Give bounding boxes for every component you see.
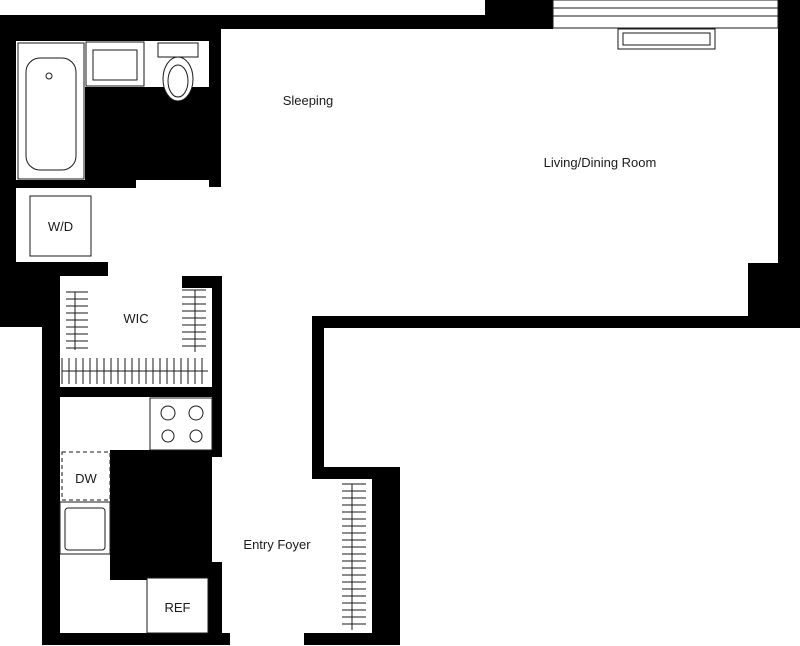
room-label-wic: WIC bbox=[123, 311, 148, 326]
closet-rod-icon bbox=[342, 483, 366, 630]
wall-bath-right bbox=[209, 29, 221, 187]
wall-wic-right bbox=[212, 278, 222, 396]
wall-kitchen-right bbox=[212, 397, 222, 457]
room-label-entry-foyer: Entry Foyer bbox=[243, 537, 311, 552]
wall-right-corner bbox=[748, 263, 800, 319]
washer-dryer-label: W/D bbox=[48, 219, 73, 234]
wall-left-upper bbox=[0, 15, 16, 327]
closet-rod-icon bbox=[66, 291, 88, 350]
bath-floor-dark bbox=[85, 87, 211, 180]
room-label-sleeping: Sleeping bbox=[283, 93, 334, 108]
wall-wic-top bbox=[182, 276, 222, 288]
wall-kitchen-bottom bbox=[42, 633, 230, 645]
room-label-living-dining: Living/Dining Room bbox=[544, 155, 657, 170]
wall-foyer-bottom bbox=[304, 633, 400, 645]
wall-left-notch bbox=[16, 262, 108, 276]
kitchen-counter-dark bbox=[110, 450, 212, 580]
toilet-icon bbox=[157, 42, 199, 102]
washer-dryer: W/D bbox=[29, 195, 92, 257]
bathtub-icon bbox=[17, 42, 85, 180]
wall-top-right bbox=[485, 0, 553, 29]
wall-lower-vertical bbox=[312, 316, 324, 474]
wall-kitchen-left bbox=[42, 276, 60, 645]
window-icon bbox=[552, 0, 779, 50]
wall-kitchen-right-lower bbox=[208, 562, 222, 645]
wall-wic-bottom bbox=[42, 387, 222, 397]
closet-rod-icon bbox=[61, 358, 208, 384]
wall-bath-top bbox=[16, 29, 221, 41]
dishwasher: DW bbox=[61, 451, 111, 501]
wall-top-left bbox=[0, 15, 485, 29]
dishwasher-label: DW bbox=[75, 471, 97, 486]
refrigerator-label: REF bbox=[165, 600, 191, 615]
closet-rod-icon bbox=[182, 289, 206, 352]
stove-icon bbox=[149, 397, 213, 451]
bathroom-sink-icon bbox=[85, 41, 145, 87]
refrigerator: REF bbox=[146, 577, 209, 634]
wall-bath-bottom bbox=[16, 180, 136, 188]
kitchen-sink-icon bbox=[59, 501, 111, 555]
wall-foyer-right bbox=[372, 467, 400, 645]
wall-lower-horizontal bbox=[312, 316, 800, 328]
wall-right bbox=[778, 0, 800, 326]
